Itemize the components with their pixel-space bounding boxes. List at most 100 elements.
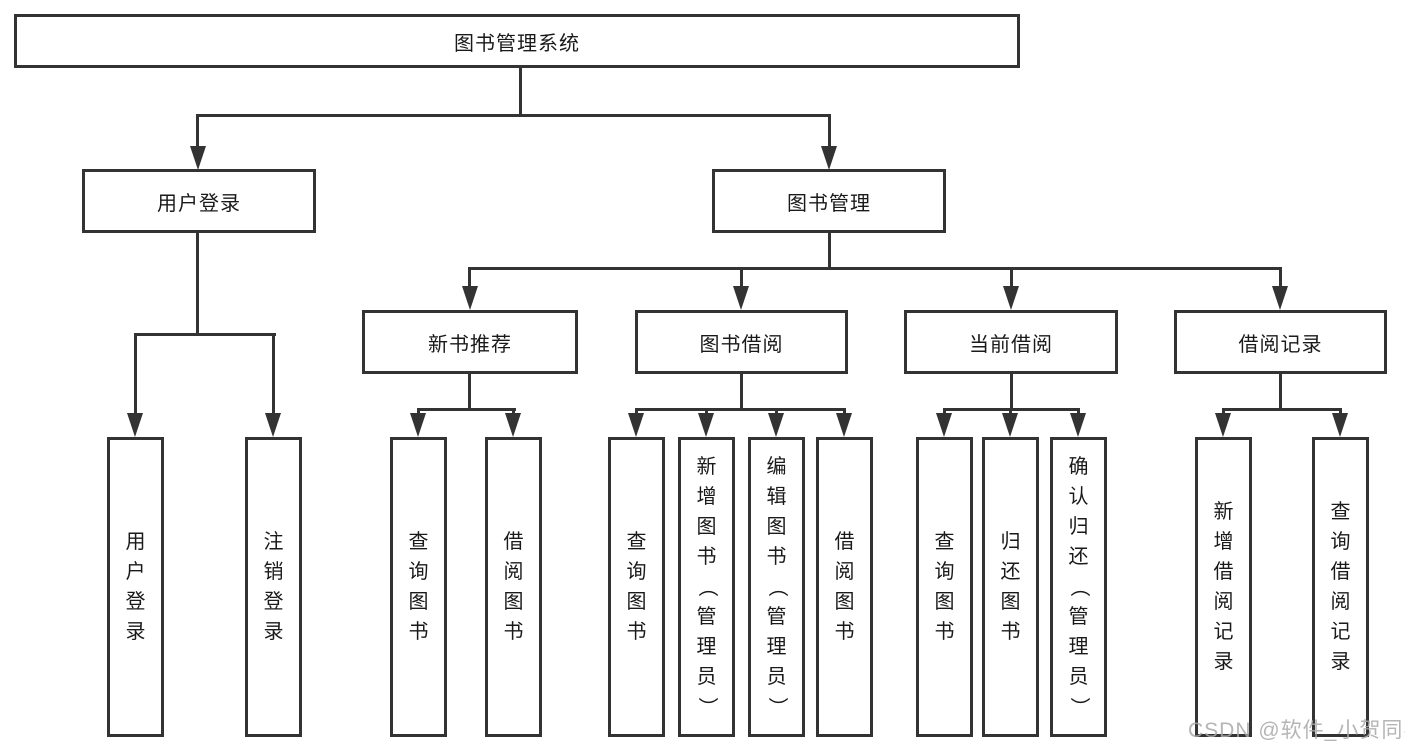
leaf-label-char: 理 — [1068, 636, 1089, 658]
leaf-label-char: 员 — [1068, 666, 1089, 688]
leaf-query-borrow-record: 查询借阅记录 — [1312, 437, 1369, 737]
leaf-label-char: 还 — [1068, 546, 1089, 568]
leaf-label-char: 书 — [408, 621, 429, 643]
connector-drop-leaf — [134, 333, 137, 415]
leaf-label-char: 询 — [408, 561, 429, 583]
leaf-label-char: 编 — [766, 456, 787, 478]
leaf-label: 编辑图书（管理员） — [766, 452, 788, 722]
arrowhead-icon — [821, 146, 837, 170]
leaf-label-char: 图 — [503, 591, 524, 613]
connector-drop-leaf — [272, 333, 275, 415]
leaf-label-char: 录 — [1213, 651, 1234, 673]
leaf-label-char: （ — [765, 577, 788, 597]
leaf-label-char: 登 — [263, 591, 284, 613]
leaf-label-char: 确 — [1068, 456, 1089, 478]
leaf-label-char: 书 — [834, 621, 855, 643]
connector-drop-leaf — [512, 408, 515, 417]
leaf-label: 归还图书 — [1001, 527, 1021, 647]
leaf-label-char: ） — [695, 697, 718, 717]
leaf-label-char: 询 — [626, 561, 647, 583]
leaf-edit-book-admin: 编辑图书（管理员） — [748, 437, 805, 737]
leaf-label-char: （ — [695, 577, 718, 597]
connector-drop-leaf — [1222, 408, 1225, 417]
connector-drop-new-book-rec — [468, 267, 471, 288]
leaf-label-char: 查 — [626, 531, 647, 553]
leaf-label-char: 员 — [766, 666, 787, 688]
leaf-label: 查询图书 — [627, 527, 647, 647]
leaf-label-char: （ — [1067, 577, 1090, 597]
connector-drop-leaf — [635, 408, 638, 417]
leaf-label-char: 借 — [1330, 561, 1351, 583]
leaf-label-char: 书 — [696, 546, 717, 568]
arrowhead-icon — [936, 413, 952, 437]
leaf-query-books-recommend: 查询图书 — [390, 437, 447, 737]
connector-book-borrow-stem — [740, 374, 743, 411]
leaf-label-char: 询 — [1330, 531, 1351, 553]
connector-book-management-stem — [828, 233, 831, 270]
leaf-user-login: 用户登录 — [107, 437, 164, 737]
connector-root-stem — [519, 68, 522, 115]
leaf-label-char: 阅 — [834, 561, 855, 583]
leaf-label: 借阅图书 — [504, 527, 524, 647]
leaf-label-char: 户 — [125, 561, 146, 583]
node-current-borrow: 当前借阅 — [904, 310, 1118, 374]
leaf-label-char: 归 — [1000, 531, 1021, 553]
leaf-label-char: 图 — [934, 591, 955, 613]
leaf-add-borrow-record: 新增借阅记录 — [1195, 437, 1252, 737]
leaf-label-char: 查 — [1330, 501, 1351, 523]
connector-user-login-split — [134, 333, 276, 336]
leaf-label-char: 归 — [1068, 516, 1089, 538]
connector-drop-leaf — [775, 408, 778, 417]
leaf-label-char: 图 — [1000, 591, 1021, 613]
leaf-label-char: 录 — [125, 621, 146, 643]
node-book-borrow: 图书借阅 — [635, 310, 848, 374]
connector-root-split — [196, 114, 830, 117]
leaf-label-char: 图 — [626, 591, 647, 613]
leaf-return-book: 归还图书 — [982, 437, 1039, 737]
leaf-label-char: 书 — [766, 546, 787, 568]
leaf-label-char: 借 — [834, 531, 855, 553]
leaf-label-char: ） — [1067, 697, 1090, 717]
connector-drop-leaf — [1009, 408, 1012, 417]
leaf-confirm-return-admin: 确认归还（管理员） — [1050, 437, 1107, 737]
arrowhead-icon — [628, 413, 644, 437]
arrowhead-icon — [190, 146, 206, 170]
leaf-label-char: 记 — [1330, 621, 1351, 643]
leaf-label-char: 管 — [696, 606, 717, 628]
csdn-watermark: CSDN @软件_小贺同学 — [1188, 719, 1405, 742]
leaf-label-char: 登 — [125, 591, 146, 613]
connector-drop-current-borrow — [1010, 267, 1013, 288]
leaf-label: 新增借阅记录 — [1214, 497, 1234, 677]
leaf-label: 查询图书 — [409, 527, 429, 647]
connector-new-book-rec-split — [417, 408, 516, 411]
leaf-label: 借阅图书 — [835, 527, 855, 647]
arrowhead-icon — [733, 286, 749, 310]
leaf-borrow-books-recommend: 借阅图书 — [485, 437, 542, 737]
arrowhead-icon — [505, 413, 521, 437]
leaf-label-char: 辑 — [766, 486, 787, 508]
leaf-label-char: 图 — [696, 516, 717, 538]
leaf-label-char: 管 — [1068, 606, 1089, 628]
leaf-label: 查询图书 — [935, 527, 955, 647]
leaf-label-char: 记 — [1213, 621, 1234, 643]
node-library-system: 图书管理系统 — [14, 14, 1020, 68]
leaf-borrow-books: 借阅图书 — [816, 437, 873, 737]
arrowhead-icon — [1070, 413, 1086, 437]
connector-drop-leaf — [1339, 408, 1342, 417]
arrowhead-icon — [698, 413, 714, 437]
leaf-label-char: 注 — [263, 531, 284, 553]
arrowhead-icon — [265, 413, 281, 437]
connector-new-book-rec-stem — [468, 374, 471, 411]
leaf-label-char: 图 — [834, 591, 855, 613]
connector-drop-book-management — [828, 114, 831, 148]
connector-drop-leaf — [705, 408, 708, 417]
leaf-label-char: 理 — [696, 636, 717, 658]
leaf-label-char: 查 — [934, 531, 955, 553]
connector-drop-leaf — [943, 408, 946, 417]
node-user-login: 用户登录 — [82, 169, 316, 233]
leaf-query-books-borrow: 查询图书 — [608, 437, 665, 737]
arrowhead-icon — [410, 413, 426, 437]
connector-drop-user-login — [196, 114, 199, 148]
leaf-add-book-admin: 新增图书（管理员） — [678, 437, 735, 737]
arrowhead-icon — [1272, 286, 1288, 310]
